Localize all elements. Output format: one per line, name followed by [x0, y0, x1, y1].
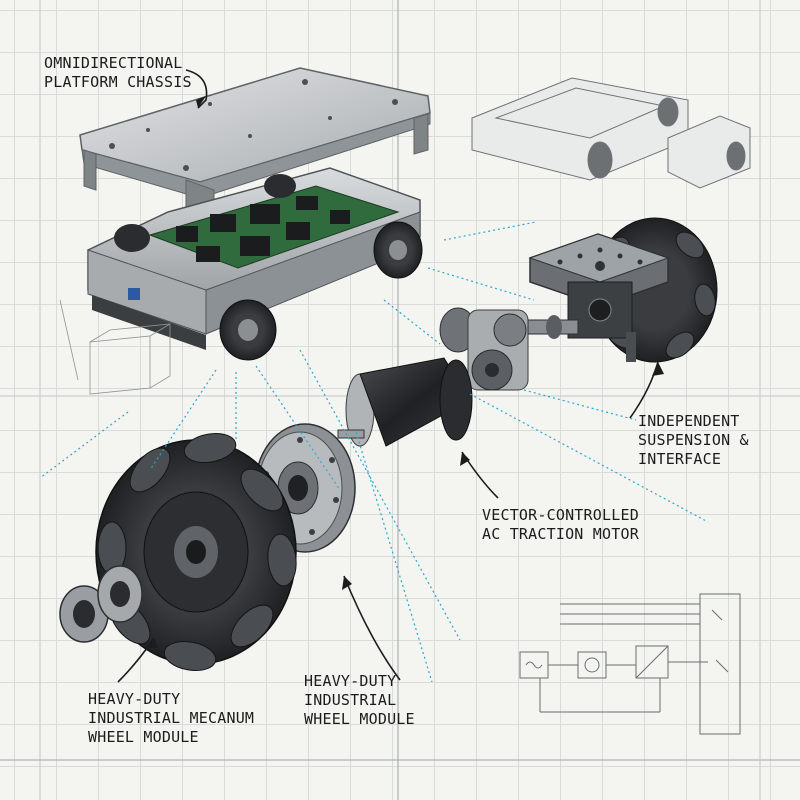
- label-traction-motor-line1: VECTOR-CONTROLLED: [482, 506, 639, 524]
- label-suspension-line1: INDEPENDENT: [638, 412, 740, 430]
- traction-motor: [337, 357, 473, 447]
- chassis-mecanum-wheels: [114, 174, 423, 361]
- label-platform-chassis-line2: PLATFORM CHASSIS: [44, 73, 192, 91]
- label-traction-motor-line2: AC TRACTION MOTOR: [482, 525, 639, 543]
- label-suspension-interface: INDEPENDENT SUSPENSION & INTERFACE: [638, 412, 749, 469]
- pencil-sketch-cube: [59, 299, 171, 395]
- label-wheel-module-line3: WHEEL MODULE: [304, 710, 415, 728]
- leader-lines: [39, 221, 709, 683]
- label-mecanum-wheel-module: HEAVY-DUTY INDUSTRIAL MECANUM WHEEL MODU…: [88, 690, 254, 747]
- suspension-assembly: [528, 217, 718, 363]
- mecanum-wheel-large: [95, 432, 297, 672]
- label-wheel-module-line2: INDUSTRIAL: [304, 691, 397, 709]
- thumbnail-vehicle-sketch: [471, 77, 751, 189]
- label-traction-motor: VECTOR-CONTROLLED AC TRACTION MOTOR: [482, 506, 639, 544]
- label-mecanum-line2: INDUSTRIAL MECANUM: [88, 709, 255, 727]
- label-platform-chassis-line1: OMNIDIRECTIONAL: [44, 54, 183, 72]
- label-wheel-module-line1: HEAVY-DUTY: [304, 672, 397, 690]
- label-mecanum-line3: WHEEL MODULE: [88, 728, 199, 746]
- label-suspension-line2: SUSPENSION &: [638, 431, 749, 449]
- gearbox-assembly: [439, 307, 579, 391]
- label-mecanum-line1: HEAVY-DUTY: [88, 690, 181, 708]
- bearing-pair: [59, 565, 143, 643]
- label-platform-chassis: OMNIDIRECTIONAL PLATFORM CHASSIS: [44, 54, 192, 92]
- control-schematic: [519, 593, 741, 735]
- label-suspension-line3: INTERFACE: [638, 450, 722, 468]
- label-wheel-module: HEAVY-DUTY INDUSTRIAL WHEEL MODULE: [304, 672, 415, 729]
- callout-arrowheads: [146, 96, 664, 648]
